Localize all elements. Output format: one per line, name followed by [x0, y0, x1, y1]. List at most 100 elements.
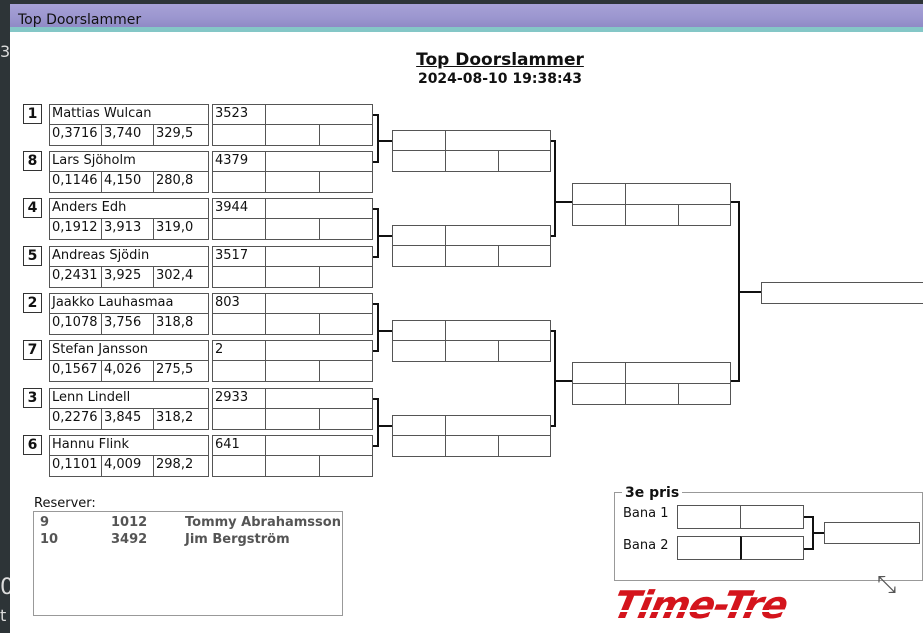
car-number-field[interactable]: 2933 [212, 388, 266, 409]
result-field[interactable] [212, 313, 266, 335]
bracket-slot[interactable] [445, 130, 551, 151]
bracket-slot[interactable] [392, 225, 446, 246]
result-field[interactable] [319, 455, 373, 477]
car-number-field[interactable]: 3517 [212, 246, 266, 267]
third-place-winner-field[interactable] [824, 522, 920, 544]
reaction-time-field[interactable]: 0,1912 [49, 218, 102, 240]
bracket-slot[interactable] [392, 150, 446, 172]
reaction-time-field[interactable]: 0,1567 [49, 360, 102, 382]
reserves-list[interactable]: 9 1012 Tommy Abrahamsson 10 3492 Jim Ber… [33, 511, 343, 616]
result-field[interactable] [265, 124, 320, 146]
bracket-slot[interactable] [498, 340, 551, 362]
bracket-slot[interactable] [392, 415, 446, 436]
result-field[interactable] [265, 455, 320, 477]
elapsed-time-field[interactable]: 3,845 [101, 408, 154, 430]
speed-field[interactable]: 302,4 [153, 266, 209, 288]
result-field[interactable] [265, 293, 373, 314]
result-field[interactable] [212, 360, 266, 382]
bracket-slot[interactable] [392, 245, 446, 267]
resize-grip-icon[interactable]: ⤡ [877, 570, 897, 598]
reaction-time-field[interactable]: 0,2276 [49, 408, 102, 430]
bracket-slot[interactable] [625, 362, 731, 384]
bracket-slot[interactable] [625, 183, 731, 205]
result-field[interactable] [265, 388, 373, 409]
result-field[interactable] [319, 360, 373, 382]
speed-field[interactable]: 318,2 [153, 408, 209, 430]
bracket-slot[interactable] [445, 435, 499, 457]
bracket-slot[interactable] [445, 340, 499, 362]
result-field[interactable] [212, 218, 266, 240]
bracket-slot[interactable] [392, 320, 446, 341]
elapsed-time-field[interactable]: 4,150 [101, 171, 154, 193]
bracket-slot[interactable] [392, 435, 446, 457]
driver-name-field[interactable]: Stefan Jansson [49, 340, 209, 361]
driver-name-field[interactable]: Andreas Sjödin [49, 246, 209, 267]
bracket-slot[interactable] [625, 383, 679, 405]
result-field[interactable] [265, 435, 373, 456]
bracket-slot[interactable] [392, 130, 446, 151]
result-field[interactable] [265, 246, 373, 267]
third-lane-1-field[interactable] [740, 505, 804, 529]
elapsed-time-field[interactable]: 3,740 [101, 124, 154, 146]
bracket-slot[interactable] [392, 340, 446, 362]
result-field[interactable] [319, 218, 373, 240]
bracket-slot[interactable] [445, 245, 499, 267]
driver-name-field[interactable]: Lars Sjöholm [49, 151, 209, 172]
speed-field[interactable]: 298,2 [153, 455, 209, 477]
result-field[interactable] [265, 266, 320, 288]
bracket-slot[interactable] [572, 362, 626, 384]
result-field[interactable] [319, 313, 373, 335]
bracket-slot[interactable] [498, 435, 551, 457]
bracket-slot[interactable] [761, 282, 923, 304]
car-number-field[interactable]: 2 [212, 340, 266, 361]
bracket-slot[interactable] [572, 183, 626, 205]
result-field[interactable] [265, 360, 320, 382]
result-field[interactable] [319, 171, 373, 193]
bracket-slot[interactable] [572, 204, 626, 226]
car-number-field[interactable]: 4379 [212, 151, 266, 172]
bracket-slot[interactable] [498, 245, 551, 267]
bracket-slot[interactable] [498, 150, 551, 172]
third-lane-2-field[interactable] [677, 536, 741, 560]
speed-field[interactable]: 318,8 [153, 313, 209, 335]
third-lane-1-field[interactable] [677, 505, 741, 529]
driver-name-field[interactable]: Mattias Wulcan [49, 104, 209, 125]
speed-field[interactable]: 329,5 [153, 124, 209, 146]
driver-name-field[interactable]: Hannu Flink [49, 435, 209, 456]
speed-field[interactable]: 280,8 [153, 171, 209, 193]
elapsed-time-field[interactable]: 3,756 [101, 313, 154, 335]
reaction-time-field[interactable]: 0,2431 [49, 266, 102, 288]
bracket-slot[interactable] [572, 383, 626, 405]
result-field[interactable] [265, 218, 320, 240]
bracket-slot[interactable] [678, 204, 731, 226]
result-field[interactable] [265, 340, 373, 361]
result-field[interactable] [212, 124, 266, 146]
third-lane-2-field[interactable] [740, 536, 804, 560]
bracket-slot[interactable] [445, 225, 551, 246]
elapsed-time-field[interactable]: 4,009 [101, 455, 154, 477]
bracket-slot[interactable] [445, 320, 551, 341]
car-number-field[interactable]: 3944 [212, 198, 266, 219]
speed-field[interactable]: 275,5 [153, 360, 209, 382]
result-field[interactable] [319, 408, 373, 430]
elapsed-time-field[interactable]: 3,925 [101, 266, 154, 288]
result-field[interactable] [265, 313, 320, 335]
bracket-slot[interactable] [625, 204, 679, 226]
bracket-slot[interactable] [678, 383, 731, 405]
result-field[interactable] [265, 408, 320, 430]
driver-name-field[interactable]: Lenn Lindell [49, 388, 209, 409]
speed-field[interactable]: 319,0 [153, 218, 209, 240]
result-field[interactable] [212, 455, 266, 477]
result-field[interactable] [212, 266, 266, 288]
reaction-time-field[interactable]: 0,3716 [49, 124, 102, 146]
elapsed-time-field[interactable]: 3,913 [101, 218, 154, 240]
result-field[interactable] [212, 408, 266, 430]
result-field[interactable] [265, 198, 373, 219]
result-field[interactable] [265, 151, 373, 172]
result-field[interactable] [319, 124, 373, 146]
window-titlebar[interactable]: Top Doorslammer [10, 4, 923, 32]
car-number-field[interactable]: 803 [212, 293, 266, 314]
bracket-slot[interactable] [445, 415, 551, 436]
result-field[interactable] [319, 266, 373, 288]
driver-name-field[interactable]: Anders Edh [49, 198, 209, 219]
